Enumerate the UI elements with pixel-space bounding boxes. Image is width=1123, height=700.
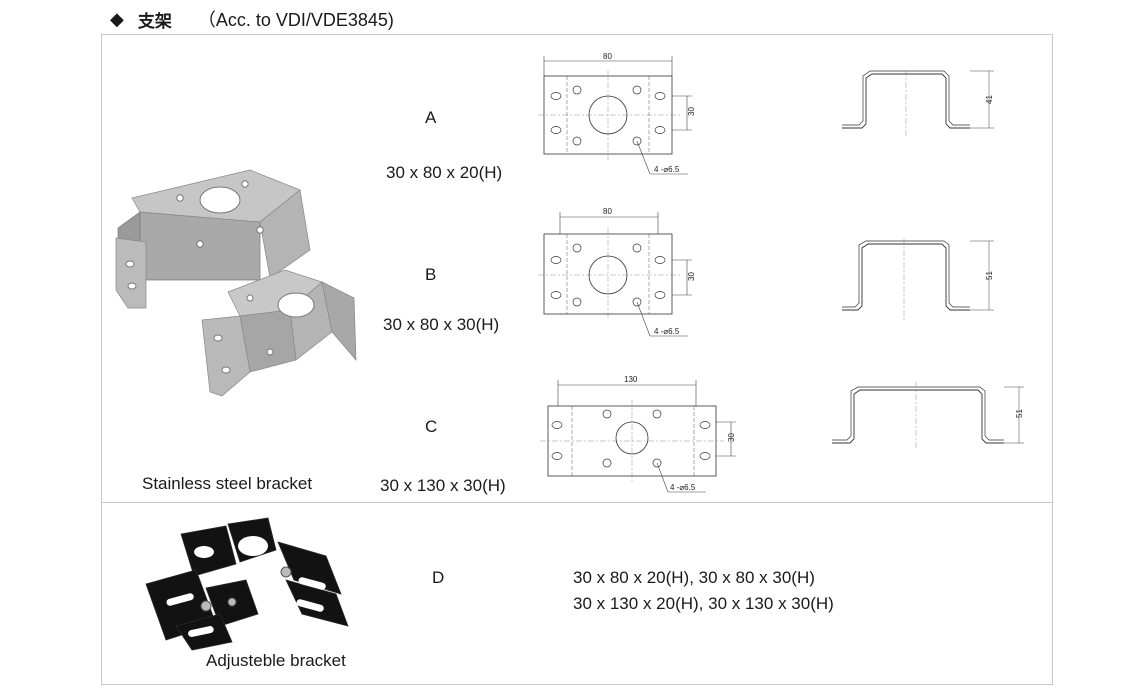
drawing-b-height-dim: 51 bbox=[985, 271, 994, 280]
drawing-a-width-dim: 80 bbox=[603, 52, 612, 61]
drawing-b-width-dim: 80 bbox=[603, 207, 612, 216]
adjustable-bracket-caption: Adjusteble bracket bbox=[206, 651, 346, 670]
title-chinese: 支架 bbox=[137, 11, 172, 32]
row-d-letter: D bbox=[432, 568, 445, 587]
stainless-bracket-photo bbox=[115, 169, 357, 397]
drawing-c-side-view: 51 bbox=[832, 382, 1024, 450]
drawing-b-side-view: 51 bbox=[842, 238, 994, 320]
adjustable-bracket-photo bbox=[145, 517, 349, 651]
drawing-a-side-view: 41 bbox=[842, 70, 994, 136]
drawing-b-side-dim: 30 bbox=[687, 272, 696, 281]
row-d-sizes-line2: 30 x 130 x 20(H), 30 x 130 x 30(H) bbox=[573, 594, 834, 613]
drawing-b-hole-note: 4 -⌀6.5 bbox=[654, 327, 680, 336]
row-d-sizes-line1: 30 x 80 x 20(H), 30 x 80 x 30(H) bbox=[573, 568, 815, 587]
row-a-size: 30 x 80 x 20(H) bbox=[386, 163, 503, 182]
drawing-a-side-dim: 30 bbox=[687, 107, 696, 116]
drawing-c-top-view: 130 30 4 -⌀6.5 bbox=[540, 375, 736, 493]
title-standard: （Acc. to VDI/VDE3845) bbox=[197, 10, 394, 30]
drawing-b-top-view: 80 30 4 -⌀6.5 bbox=[538, 207, 696, 337]
row-b-size: 30 x 80 x 30(H) bbox=[383, 315, 500, 334]
adjustable-bracket-panel bbox=[101, 502, 1053, 685]
drawing-c-height-dim: 51 bbox=[1015, 409, 1024, 418]
drawing-a-hole-note: 4 -⌀6.5 bbox=[654, 165, 680, 174]
row-b-letter: B bbox=[425, 265, 437, 284]
row-a-letter: A bbox=[425, 108, 437, 127]
drawing-c-side-dim: 30 bbox=[727, 433, 736, 442]
drawing-c-width-dim: 130 bbox=[624, 375, 638, 384]
drawing-a-top-view: 80 30 4 -⌀6.5 bbox=[538, 52, 696, 175]
stainless-bracket-caption: Stainless steel bracket bbox=[142, 474, 313, 493]
diamond-bullet-icon: ◆ bbox=[110, 8, 124, 29]
section-header: ◆ 支架 （Acc. to VDI/VDE3845) bbox=[110, 6, 394, 32]
row-c-letter: C bbox=[425, 417, 438, 436]
row-c-size: 30 x 130 x 30(H) bbox=[380, 476, 506, 495]
drawing-c-hole-note: 4 -⌀6.5 bbox=[670, 483, 696, 492]
drawing-a-height-dim: 41 bbox=[985, 95, 994, 104]
